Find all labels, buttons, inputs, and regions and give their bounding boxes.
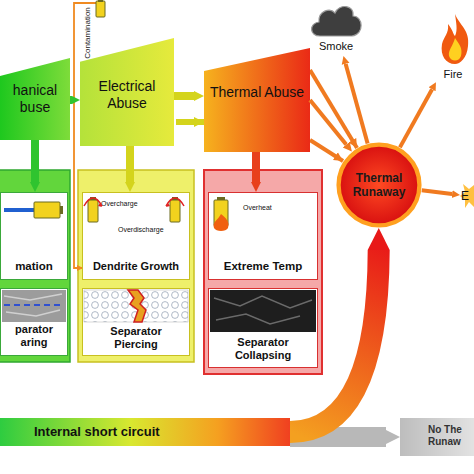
failure-box: Separator Piercing [82,288,190,356]
stage-shape [0,58,70,140]
battery-symbol [96,1,105,17]
abuse-stage: Electrical Abuse [80,38,174,146]
cause-box: OverchargeOverdischargeDendrite Growth [82,192,190,280]
battery-symbol [88,200,98,222]
node-text: Fire [436,68,470,81]
short-circuit-band: Internal short circuit [0,418,290,446]
node-text: Electrical Abuse [80,78,174,112]
abuse-stage: Thermal Abuse [204,48,310,152]
stage-shape [80,38,174,146]
micrograph-streak [4,294,62,316]
node-text: Smoke [304,40,368,53]
fire-flame-core [449,38,462,61]
flow-arrow [176,119,204,125]
battery-symbol [34,202,60,218]
node-text: Thermal Runaway [342,171,416,199]
flow-connector [126,146,134,182]
node-text: Thermal Abuse [204,84,310,101]
flow-connector [310,100,346,145]
no-runaway-branch: No The Runaw [400,418,474,456]
separator-micrograph [2,290,66,322]
node-text: Dendrite Growth [83,259,189,273]
battery-terminal [60,206,63,214]
fire-flame [442,14,469,64]
collapsed-separator-photo [210,290,316,332]
annotation-label: Contamination [83,3,93,63]
discharge-arrow [166,198,184,206]
runaway-circle: Thermal Runaway [336,142,422,228]
explosion-burst [460,184,474,208]
cause-box: OverheatExtreme Temp [208,192,318,280]
separator-micrograph [84,290,188,322]
photo-crease [214,296,312,324]
outcome-icon: Smoke [308,2,364,56]
flow-connector [400,89,432,147]
smoke-cloud [312,7,362,36]
nail-symbol [4,208,38,212]
stage-shape [204,48,310,152]
flow-connector [31,140,39,182]
node-text: Separator Collapsing [218,336,308,362]
outcome-icon: E [460,184,474,208]
battery-symbol [214,200,228,226]
cause-box: mation [0,192,68,280]
flow-connector [70,96,72,104]
battery-symbol [170,200,180,222]
node-text: parator aring [5,323,63,349]
circle-shape [339,145,420,226]
charge-arrow-head [98,203,102,207]
battery-terminal [98,0,103,2]
flow-arrow [310,140,343,161]
battery-terminal [90,197,96,200]
outcome-icon: Fire [436,12,474,84]
flow-connector [422,190,452,194]
battery-terminal [172,197,178,200]
flow-connector [290,427,386,447]
flame-symbol [214,214,229,231]
flow-arrow [310,70,357,148]
charge-arrow [84,198,102,206]
flow-connector [346,64,368,144]
node-text: hanical buse [0,82,70,116]
flow-connector [290,250,379,432]
node-text: Overcharge [101,199,138,208]
node-text: mation [1,259,67,273]
node-text: Overdischarge [118,225,164,234]
node-text: Internal short circuit [34,424,254,440]
node-text: Extreme Temp [209,259,317,273]
flow-connector [252,152,260,182]
node-text: Separator Piercing [96,325,176,351]
failure-box: parator aring [0,288,68,356]
failure-box: Separator Collapsing [208,288,318,368]
abuse-stage: hanical buse [0,58,70,140]
dendrite-crack [128,290,146,322]
discharge-arrow-head [166,203,170,207]
thermal-panel [204,170,322,374]
flow-connector [174,92,194,100]
node-text: Overheat [243,203,272,212]
battery-terminal [217,197,225,200]
tear-line [4,304,64,306]
mechanical-panel [0,170,70,362]
node-text: E [461,189,474,203]
node-text: No The Runaw [428,424,472,448]
electrical-panel [78,170,194,362]
